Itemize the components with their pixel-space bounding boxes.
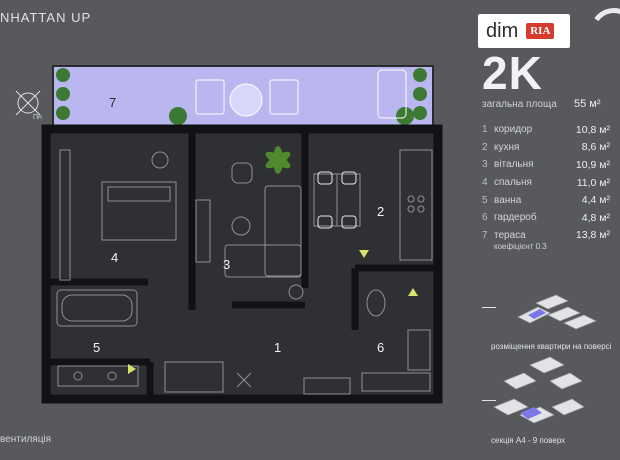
- total-area-value: 55 м²: [574, 98, 601, 110]
- logo-dim-text: dim: [486, 19, 519, 42]
- plant-icon: [265, 146, 291, 174]
- apartment-floor: [46, 129, 438, 399]
- floor-position-thumbnail: [517, 294, 597, 330]
- total-area-label: загальна площа: [482, 99, 557, 110]
- room-label-1: 1: [274, 340, 281, 355]
- room-label-4: 4: [111, 250, 118, 265]
- project-name: NHATTAN UP: [0, 10, 92, 25]
- section-caption: секція А4 - 9 поверх: [491, 436, 566, 445]
- floor-position-caption: розміщення квартири на поверсі: [491, 342, 612, 351]
- ventilation-legend: вентиляція: [0, 434, 52, 445]
- legend-dash: [482, 307, 496, 308]
- room-label-2: 2: [377, 204, 384, 219]
- compass-icon: [15, 90, 41, 116]
- door-arrow-icon: [128, 250, 418, 374]
- room-label-7: 7: [109, 95, 116, 110]
- floor-plan: 7 2 4 3 5 1 6: [15, 65, 443, 404]
- logo-ria-badge: RIA: [526, 23, 555, 39]
- room-label-3: 3: [223, 257, 230, 272]
- room-label-5: 5: [93, 340, 100, 355]
- corner-arc-decoration: [586, 4, 620, 60]
- section-thumbnail: [493, 356, 585, 424]
- legend-dash: [482, 400, 496, 401]
- apartment-type: 2K: [482, 47, 543, 99]
- coefficient-note: коефіцієнт 0.3: [494, 242, 547, 251]
- compass-label: Пн: [33, 114, 42, 121]
- room-label-6: 6: [377, 340, 384, 355]
- plant-icon: [56, 68, 427, 125]
- dimria-logo[interactable]: dim RIA: [478, 14, 570, 48]
